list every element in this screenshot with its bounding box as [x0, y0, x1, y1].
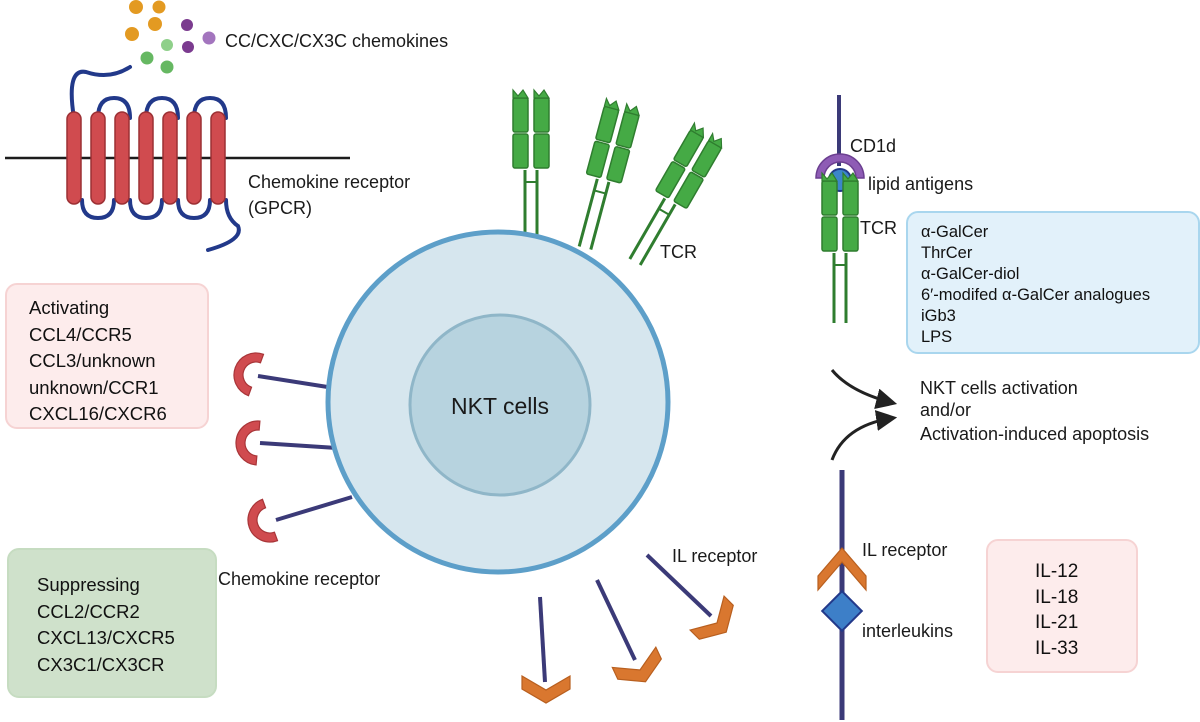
suppressing-box: Suppressing CCL2/CCR2 CXCL13/CXCR5 CX3C1…: [7, 548, 217, 698]
il-receptor-label-right: IL receptor: [862, 540, 947, 560]
outcome-line3: Activation-induced apoptosis: [920, 424, 1149, 444]
activating-item: CXCL16/CXCR6: [29, 403, 167, 424]
activating-item: CCL3/unknown: [29, 350, 156, 371]
suppressing-item: CCL2/CCR2: [37, 600, 140, 622]
cd1d-tcr-complex: [815, 95, 865, 325]
outcome-line1: NKT cells activation: [920, 378, 1078, 398]
nkt-nucleus: [408, 313, 592, 497]
interleukin-diamond: [820, 589, 864, 633]
activating-item: unknown/CCR1: [29, 376, 159, 398]
gpcr-label-line1: Chemokine receptor: [248, 172, 410, 192]
suppressing-item: CX3C1/CX3CR: [37, 653, 165, 675]
antigen-item: 6′-modifed α-GalCer analogues: [921, 286, 1151, 304]
suppressing-item: CXCL13/CXCR5: [37, 627, 175, 648]
chemokine-dot: [161, 39, 173, 51]
suppressing-title: Suppressing: [37, 574, 140, 595]
chemokine-dot: [181, 19, 193, 31]
antigen-item: α-GalCer: [921, 223, 989, 241]
chemokine-dot: [152, 0, 166, 14]
tcr-label-right: TCR: [860, 218, 897, 238]
gpcr-label-line2: (GPCR): [248, 198, 312, 218]
cd1d-shape: [815, 153, 865, 179]
activating-title: Activating: [29, 297, 110, 318]
activating-item: CCL4/CCR5: [29, 323, 132, 345]
interleukin-item: IL-12: [1035, 561, 1079, 582]
antigen-item: α-GalCer-diol: [921, 265, 1020, 283]
chemokine-dot: [125, 27, 139, 41]
interleukins-label: interleukins: [862, 621, 953, 641]
lipid-antigens-box: α-GalCer ThrCer α-GalCer-diol 6′-modifed…: [906, 211, 1200, 354]
cd1d-label: CD1d: [850, 136, 896, 156]
interleukin-item: IL-18: [1035, 586, 1079, 608]
antigen-item: ThrCer: [921, 244, 973, 262]
interleukin-item: IL-21: [1035, 612, 1079, 633]
chemokine-dot: [202, 31, 216, 45]
interleukin-item: IL-33: [1035, 637, 1079, 659]
tcr-label-cell: TCR: [660, 242, 697, 262]
antigen-item: LPS: [921, 328, 953, 346]
gpcr-loop-line: [69, 65, 241, 252]
outcome-line2: and/or: [920, 400, 971, 420]
nkt-cells-label: NKT cells: [451, 393, 549, 419]
chemokine-dot: [160, 60, 174, 74]
chemokine-dot: [129, 0, 143, 14]
arrow-from-il: [830, 410, 898, 461]
il-receptors-on-cell: [521, 553, 744, 704]
activating-box: Activating CCL4/CCR5 CCL3/unknown unknow…: [5, 283, 209, 429]
il-receptor-right-shape: [817, 547, 867, 592]
chemokines-label: CC/CXC/CX3C chemokines: [225, 31, 448, 51]
chemokine-dot: [182, 41, 194, 53]
chemokine-dots: [125, 0, 216, 74]
chemokine-receptors-on-cell: [227, 346, 353, 549]
gpcr-helices: [66, 111, 226, 205]
chemokine-dot: [140, 51, 154, 65]
antigen-item: iGb3: [921, 307, 956, 325]
lipid-antigens-label: lipid antigens: [868, 174, 973, 194]
interleukins-box: IL-12 IL-18 IL-21 IL-33: [986, 539, 1138, 673]
chemokine-receptor-label-cell: Chemokine receptor: [218, 569, 380, 589]
il-complex-right: [817, 470, 867, 720]
chemokine-dot: [148, 17, 162, 31]
il-receptor-label-cell: IL receptor: [672, 546, 757, 566]
arrow-from-tcr: [830, 369, 898, 410]
